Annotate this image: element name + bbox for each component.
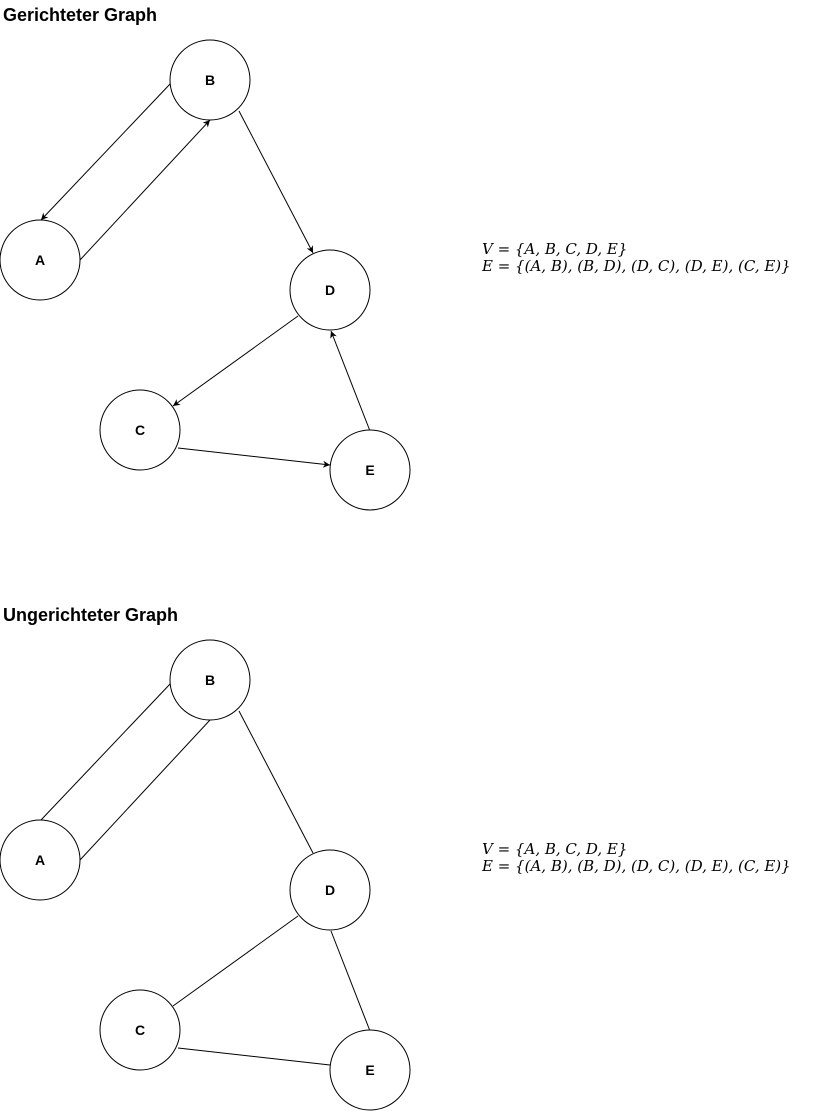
edge-b-a <box>40 682 172 821</box>
node-e <box>329 1029 411 1111</box>
edge-b-d <box>238 710 314 854</box>
undirected-graph-title: Ungerichteter Graph <box>3 605 179 625</box>
node-label-c: C <box>135 422 145 438</box>
node-label-a: A <box>35 252 45 268</box>
undirected-graph: A B C D E <box>0 639 411 1111</box>
edge-c-e <box>177 447 331 468</box>
node-label-e: E <box>365 462 374 478</box>
node-a <box>0 219 81 301</box>
node-label-a: A <box>35 852 45 868</box>
edge-d-c <box>172 915 299 1007</box>
directed-graph: A B C D E <box>0 39 411 511</box>
edge-e-d <box>330 330 371 432</box>
edge-c-e <box>177 1047 331 1066</box>
node-d <box>289 849 371 931</box>
edge-b-a <box>40 82 172 221</box>
node-label-b: B <box>205 672 215 688</box>
node-c <box>99 989 181 1071</box>
node-label-b: B <box>205 72 215 88</box>
directed-graph-formula: V = {A, B, C, D, E} E = {(A, B), (B, D),… <box>482 241 791 275</box>
node-label-d: D <box>325 282 335 298</box>
edge-set: E = {(A, B), (B, D), (D, C), (D, E), (C,… <box>482 257 791 275</box>
vertex-set: V = {A, B, C, D, E} <box>482 840 628 858</box>
vertex-set: V = {A, B, C, D, E} <box>482 240 628 258</box>
node-label-c: C <box>135 1022 145 1038</box>
node-label-d: D <box>325 882 335 898</box>
node-b <box>169 39 251 121</box>
edge-set: E = {(A, B), (B, D), (D, C), (D, E), (C,… <box>482 857 791 875</box>
undirected-graph-formula: V = {A, B, C, D, E} E = {(A, B), (B, D),… <box>482 841 791 875</box>
node-e <box>329 429 411 511</box>
node-a <box>0 819 81 901</box>
node-d <box>289 249 371 331</box>
edge-d-c <box>172 315 299 407</box>
node-c <box>99 389 181 471</box>
edge-a-b <box>79 719 211 861</box>
edge-e-d <box>330 930 371 1032</box>
edge-a-b <box>79 119 211 261</box>
edge-b-d <box>238 110 314 254</box>
directed-graph-title: Gerichteter Graph <box>3 5 158 25</box>
node-b <box>169 639 251 721</box>
node-label-e: E <box>365 1062 374 1078</box>
